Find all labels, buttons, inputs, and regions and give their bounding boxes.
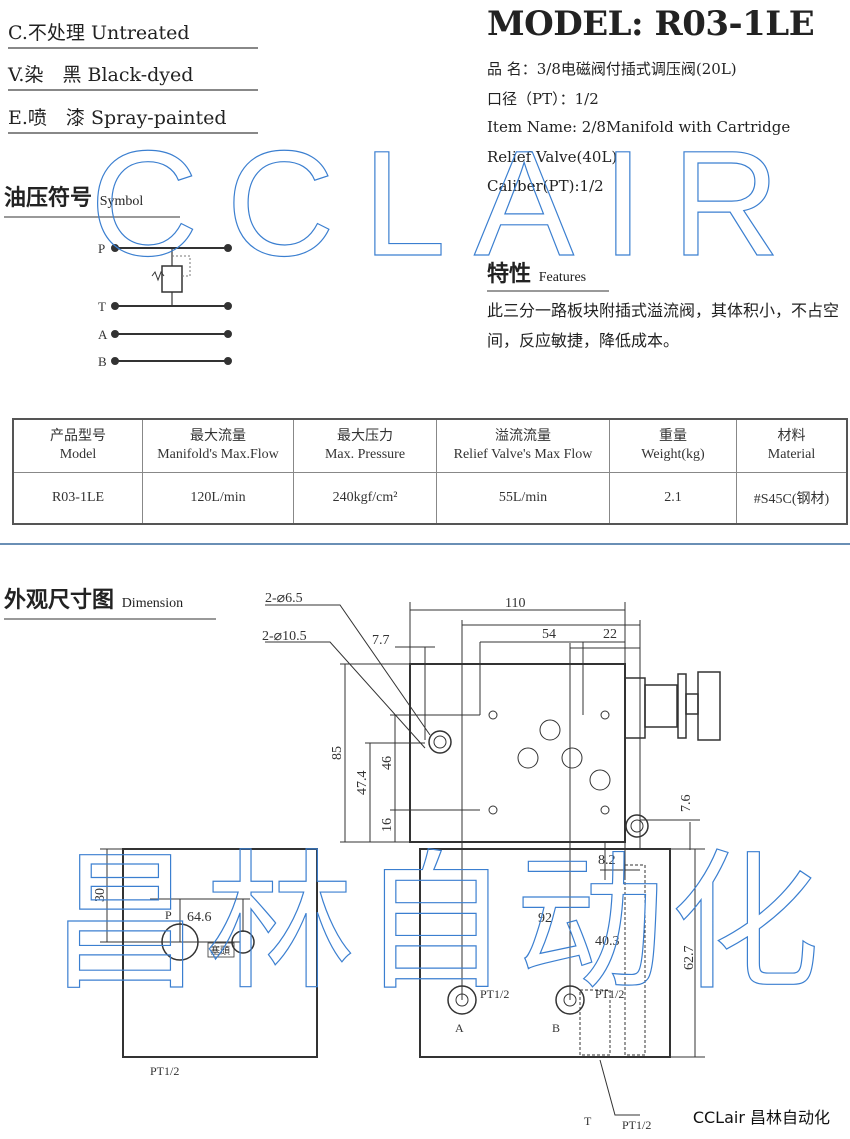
front-view-block <box>122 848 318 1058</box>
svg-text:PT1/2: PT1/2 <box>480 987 509 1001</box>
svg-text:PT1/2: PT1/2 <box>150 1064 179 1078</box>
svg-text:B: B <box>98 354 107 369</box>
finish-untreated: C.不处理 Untreated <box>8 18 258 49</box>
svg-text:P: P <box>165 908 172 922</box>
svg-text:塞頭: 塞頭 <box>210 944 230 957</box>
footer-brand: CCLair 昌林自动化 <box>692 1108 830 1127</box>
svg-text:A: A <box>455 1021 464 1035</box>
relief-valve-icon <box>161 265 183 293</box>
table-cell: R03-1LE <box>12 472 143 525</box>
svg-text:46: 46 <box>380 756 395 770</box>
svg-text:昌林自动化: 昌林自动化 <box>50 839 820 990</box>
section-divider <box>0 543 850 545</box>
svg-text:8.2: 8.2 <box>598 853 616 868</box>
svg-text:PT1/2: PT1/2 <box>595 987 624 1001</box>
spec-line: Caliber(PT):1/2 <box>487 177 604 195</box>
watermark-chinese: 昌林自动化 <box>49 838 820 990</box>
svg-text:110: 110 <box>505 596 525 611</box>
finish-spray-painted: E.喷 漆 Spray-painted <box>8 103 258 134</box>
svg-text:7.6: 7.6 <box>679 795 694 813</box>
model-title: MODEL: R03-1LE <box>487 4 815 44</box>
table-row: R03-1LE 120L/min 240kgf/cm² 55L/min 2.1 … <box>12 472 848 525</box>
svg-text:85: 85 <box>330 746 345 760</box>
svg-text:2-⌀6.5: 2-⌀6.5 <box>265 591 303 606</box>
spec-line: Relief Valve(40L) <box>487 148 618 166</box>
svg-text:P: P <box>98 241 105 256</box>
svg-text:T: T <box>98 299 106 314</box>
table-cell: 120L/min <box>142 472 294 525</box>
table-cell: 55L/min <box>436 472 610 525</box>
svg-text:7.7: 7.7 <box>372 633 390 648</box>
dimension-drawing: 2-⌀6.5 2-⌀10.5 110 54 22 7.7 85 47.4 46 … <box>93 591 721 1132</box>
features-text: 此三分一路板块附插式溢流阀，其体积小，不占空间，反应敏捷，降低成本。 <box>487 301 840 350</box>
svg-text:64.6: 64.6 <box>187 910 212 925</box>
svg-text:B: B <box>552 1021 560 1035</box>
dimension-heading: 外观尺寸图 Dimension <box>4 582 216 620</box>
svg-text:30: 30 <box>93 888 108 902</box>
symbol-heading: 油压符号 Symbol <box>4 180 180 218</box>
spec-line: Item Name: 2/8Manifold with Cartridge <box>487 118 791 136</box>
watermark-cclair: CCLAIR <box>89 130 780 270</box>
top-view-block <box>409 663 626 843</box>
svg-text:CCLAIR: CCLAIR <box>90 130 780 270</box>
side-view-block <box>419 848 671 1058</box>
table-cell: 2.1 <box>609 472 737 525</box>
table-cell: #S45C(钢材) <box>736 472 848 525</box>
svg-text:47.4: 47.4 <box>355 771 370 796</box>
svg-text:22: 22 <box>603 627 617 642</box>
svg-text:92: 92 <box>538 911 552 926</box>
svg-text:62.7: 62.7 <box>682 946 697 971</box>
features-heading: 特性 Features <box>487 256 609 292</box>
spec-line: 品 名：3/8电磁阀付插式调压阀(20L) <box>487 60 737 78</box>
svg-text:A: A <box>98 327 108 342</box>
svg-text:2-⌀10.5: 2-⌀10.5 <box>262 629 307 644</box>
finish-black-dyed: V.染 黑 Black-dyed <box>8 60 258 91</box>
adjuster-knob-icon <box>624 671 721 741</box>
svg-text:16: 16 <box>380 818 395 832</box>
svg-text:T: T <box>584 1114 592 1128</box>
svg-text:PT1/2: PT1/2 <box>622 1118 651 1132</box>
svg-text:54: 54 <box>542 627 556 642</box>
hydraulic-symbol: P T A B <box>98 241 232 369</box>
table-cell: 240kgf/cm² <box>293 472 437 525</box>
spec-line: 口径（PT）：1/2 <box>487 90 599 108</box>
svg-text:40.3: 40.3 <box>595 934 620 949</box>
